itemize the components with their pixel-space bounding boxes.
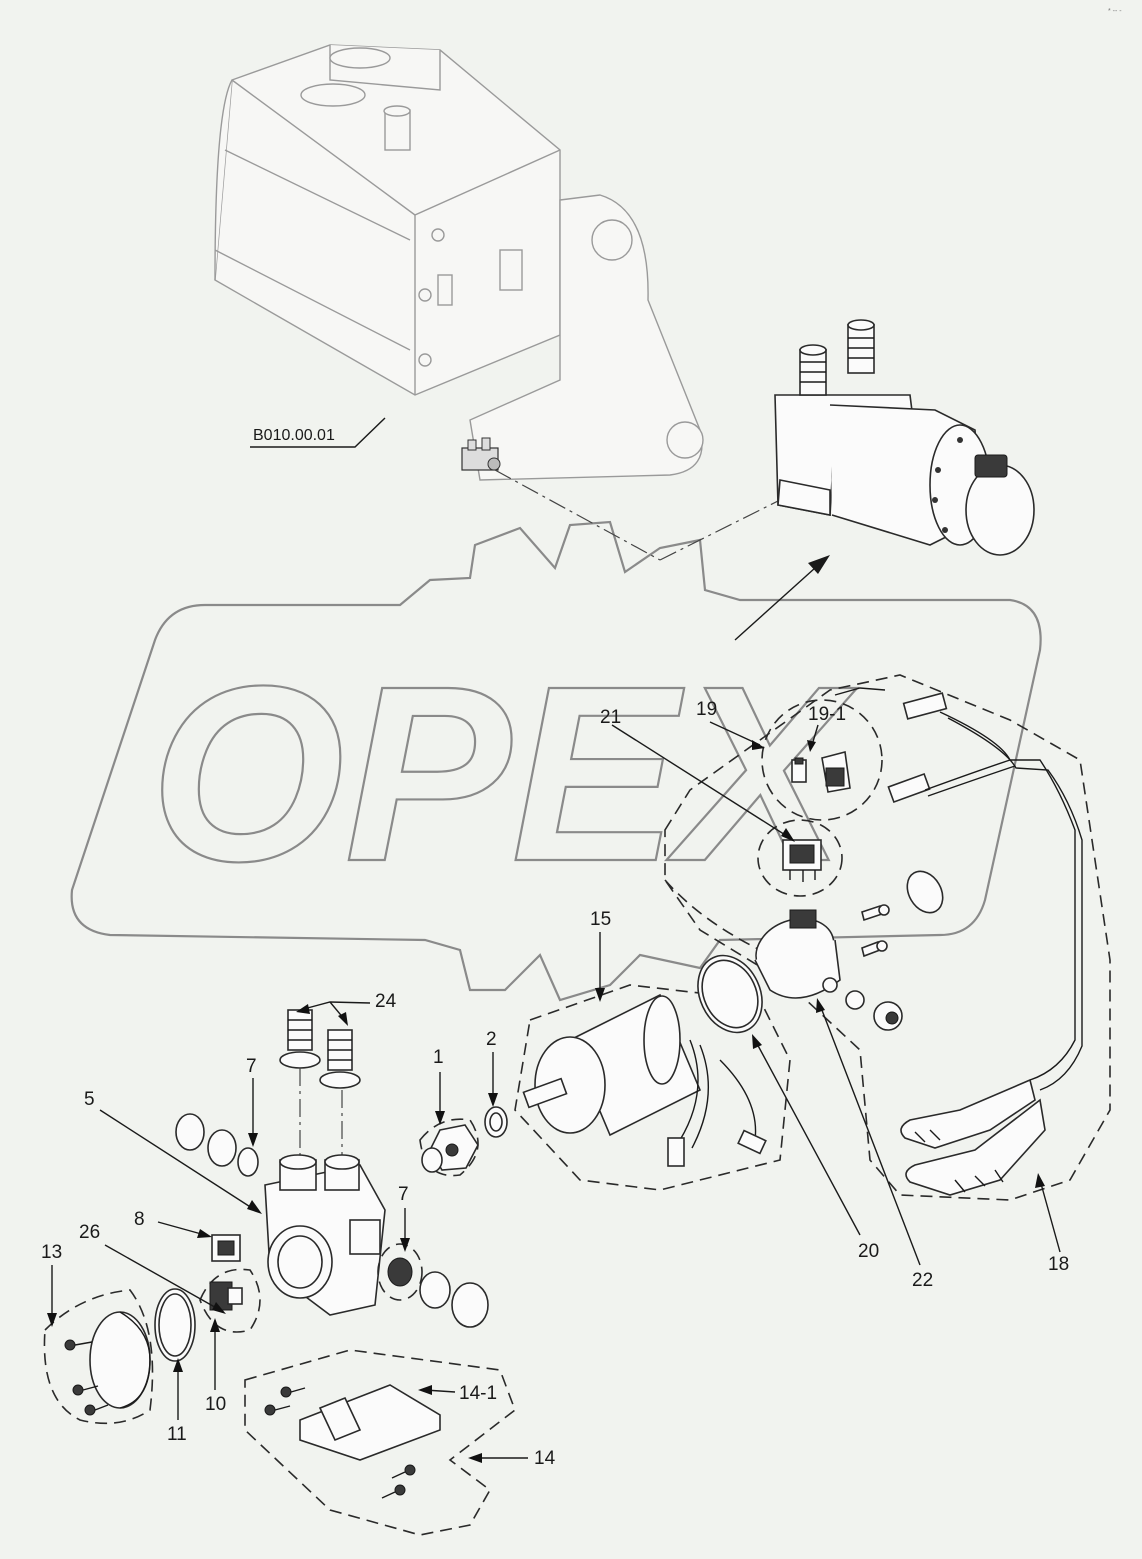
wiring-harness [887, 692, 1083, 1196]
battery-clamp [900, 1078, 1036, 1149]
pump-port [799, 344, 827, 396]
callout-15: 15 [590, 909, 611, 930]
opex-watermark: OPEX [70, 520, 1042, 1002]
frame-arm [469, 194, 703, 481]
machine-assembly-ghost [214, 44, 704, 481]
callout-14-1: 14-1 [459, 1383, 497, 1404]
detail-arrow [734, 555, 830, 641]
callout-20: 20 [858, 1241, 879, 1262]
mounting-bracket [264, 1384, 441, 1499]
callout-24: 24 [375, 991, 397, 1012]
callout-26: 26 [79, 1222, 100, 1243]
callout-leaders [47, 687, 1061, 1463]
watermark-text: OPEX [150, 634, 858, 913]
outlet-fitting [419, 1271, 489, 1328]
cover-group-outline [43, 1289, 154, 1425]
bracket-group-outline [244, 1349, 516, 1536]
barbed-fitting [279, 1009, 321, 1069]
harness-group-outline [664, 674, 1111, 1201]
filler-cap [329, 47, 391, 69]
callout-14: 14 [534, 1448, 556, 1469]
callout-1: 1 [433, 1047, 444, 1068]
callout-7-upper: 7 [246, 1056, 257, 1077]
reference-label: B010.00.01 [253, 427, 335, 444]
washer [484, 1106, 508, 1138]
reference-leader [250, 417, 386, 448]
callout-19: 19 [696, 699, 717, 720]
pump-cover [64, 1311, 151, 1416]
callout-11: 11 [167, 1424, 187, 1445]
callout-19-1: 19-1 [808, 704, 846, 725]
callout-5: 5 [84, 1089, 95, 1110]
callout-13: 13 [41, 1242, 62, 1263]
motor-end-cap [754, 909, 841, 999]
pump-assembly-detail [774, 319, 1035, 556]
corner-mark: * -- - [1108, 8, 1122, 15]
valve-assembly [199, 1268, 261, 1333]
callout-8: 8 [134, 1209, 145, 1230]
machine-mounted-pump [461, 437, 501, 471]
callout-2: 2 [486, 1029, 497, 1050]
pump-port [847, 319, 875, 374]
bearing [419, 1118, 479, 1177]
switch-detail [757, 819, 843, 897]
callout-10: 10 [205, 1394, 226, 1415]
fuse-detail [761, 699, 883, 821]
barbed-fitting [319, 1029, 361, 1089]
motor-group-outline [514, 984, 791, 1191]
callout-7-lower: 7 [398, 1184, 409, 1205]
spring [377, 1243, 423, 1301]
callout-21: 21 [600, 707, 621, 728]
pump-head [264, 1154, 386, 1316]
callout-labels: 1 2 5 7 7 8 10 11 13 14 14-1 15 18 19 19… [41, 699, 1069, 1469]
callout-18: 18 [1048, 1254, 1069, 1275]
callout-22: 22 [912, 1270, 933, 1291]
motor [522, 993, 767, 1167]
grommet [906, 870, 944, 914]
inlet-fitting [175, 1113, 259, 1177]
battery-clamp [905, 1098, 1046, 1196]
watermark-gear-outline [70, 520, 1042, 1002]
filler-cap [300, 83, 366, 107]
screws [845, 904, 903, 1031]
